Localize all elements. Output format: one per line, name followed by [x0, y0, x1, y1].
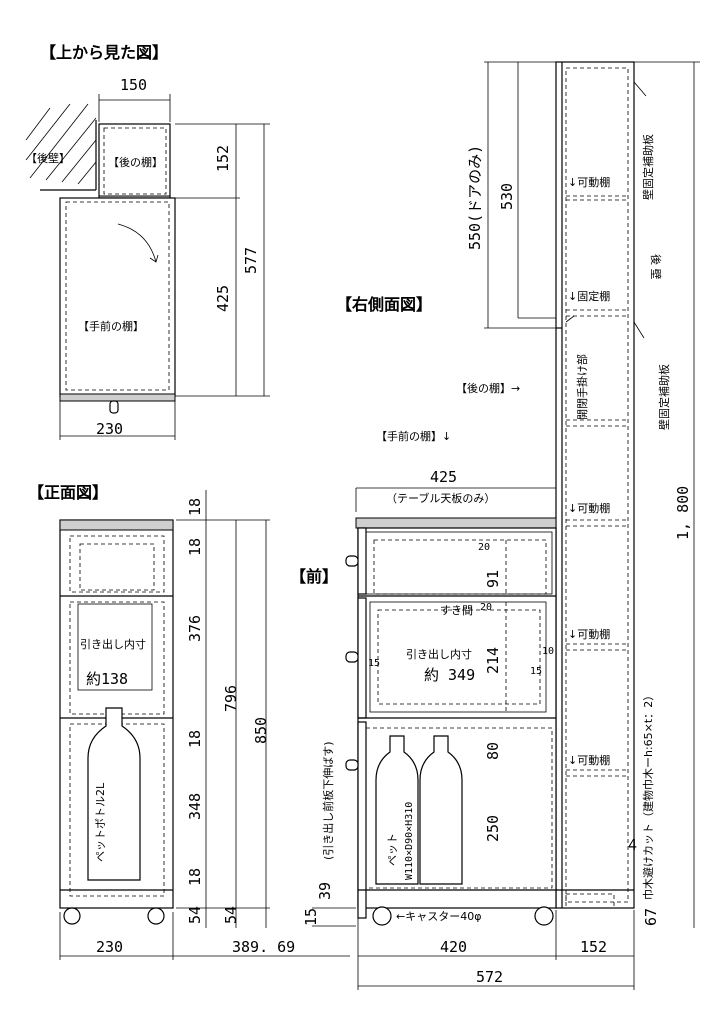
dim-side-15b: 15 — [530, 666, 542, 677]
pet-bottle-side-1 — [375, 735, 419, 885]
fixed-shelf: ↓固定棚 — [568, 289, 610, 303]
drawer-front-ext-label: (引き出し前板下伸ばす) — [321, 741, 335, 860]
dim-side-20a: 20 — [478, 542, 490, 553]
front-shelf-arrow: 【手前の棚】↓ — [376, 429, 451, 443]
front-shelf-top-label: 【手前の棚】 — [78, 319, 144, 333]
dim-side-10: 10 — [542, 646, 554, 657]
back-shelf-top — [98, 123, 171, 199]
caster-front — [372, 906, 392, 926]
drawer-inner-label: 引き出し内寸 — [80, 637, 146, 651]
dim-top-150: 150 — [120, 76, 147, 94]
dim-front-230: 230 — [96, 938, 123, 956]
dim-top-425: 425 — [214, 285, 232, 312]
dim-4: 4 — [628, 836, 637, 854]
dim-front-54b: 54 — [222, 906, 240, 924]
dim-67: 67 — [642, 908, 660, 926]
pet-bottle-label: ペットボトル2L — [94, 782, 107, 862]
dim-front-850: 850 — [252, 717, 270, 744]
dim-front-348: 348 — [186, 793, 204, 820]
drawer-inner-side-label: 引き出し内寸 — [406, 647, 472, 661]
pet-size-label: W110×D90×H310 — [404, 802, 415, 880]
back-wall-side-label: 後 壁 — [649, 254, 663, 280]
right-side-title: 【右側面図】 — [336, 295, 432, 314]
dim-side-152: 152 — [580, 938, 607, 956]
dim-front-376: 376 — [186, 615, 204, 642]
dim-side-91: 91 — [484, 570, 502, 588]
movable-shelf-4: ↓可動棚 — [568, 753, 610, 767]
dim-top-152: 152 — [214, 145, 232, 172]
dim-front-389: 389. 69 — [232, 938, 295, 956]
wall-fix-aux-1: 壁固定補助板 — [641, 134, 655, 200]
movable-shelf-1: ↓可動棚 — [568, 175, 610, 189]
caster-back — [534, 906, 554, 926]
pet-bottle-side-2 — [419, 735, 463, 885]
dim-front-18b: 18 — [186, 538, 204, 556]
front-shelf-top — [59, 197, 176, 397]
dim-top-577: 577 — [242, 247, 260, 274]
caster-label: ←キャスター40φ — [396, 910, 481, 923]
back-shelf-arrow: 【後の棚】→ — [456, 381, 520, 395]
wall-fix-aux-2: 壁固定補助板 — [657, 364, 671, 430]
front-view-title: 【正面図】 — [28, 483, 108, 502]
back-cabinet-side — [555, 61, 635, 909]
dim-side-572: 572 — [476, 968, 503, 986]
table-top — [355, 517, 557, 529]
movable-shelf-3: ↓可動棚 — [568, 627, 610, 641]
baseboard-cut-label: 巾木避けカット（建物巾木ーh:65×t：2） — [641, 690, 655, 900]
dim-front-18c: 18 — [186, 730, 204, 748]
dim-side-15c: 15 — [302, 908, 320, 926]
top-view-title: 【上から見た図】 — [40, 43, 168, 62]
gap-label: すき間 — [440, 604, 473, 617]
drawer-inner-value: 約138 — [86, 670, 128, 688]
drawer-inner-side-value: 約 349 — [424, 666, 475, 684]
dim-530: 530 — [498, 183, 516, 210]
dim-1800: 1, 800 — [674, 486, 692, 540]
back-wall-hatch — [25, 103, 97, 191]
back-wall-label: 【後壁】 — [26, 151, 70, 165]
dim-side-250: 250 — [484, 815, 502, 842]
dim-side-214: 214 — [484, 647, 502, 674]
pet-side-label: ペット — [386, 833, 399, 866]
dim-side-39: 39 — [316, 882, 334, 900]
open-handle-label: 開閉手掛け部 — [575, 354, 589, 420]
dim-side-420: 420 — [440, 938, 467, 956]
movable-shelf-2: ↓可動棚 — [568, 501, 610, 515]
front-marker: 【前】 — [290, 567, 338, 586]
dim-top-230: 230 — [96, 420, 123, 438]
dim-side-80: 80 — [484, 742, 502, 760]
dim-550-door: 550(ドアのみ) — [466, 145, 484, 250]
dim-side-425: 425 — [430, 468, 457, 486]
back-shelf-top-label: 【後の棚】 — [108, 155, 163, 169]
dim-front-796: 796 — [222, 685, 240, 712]
dim-side-20b: 20 — [480, 602, 492, 613]
dim-side-15a: 15 — [368, 658, 380, 669]
dim-front-18a: 18 — [186, 498, 204, 516]
dim-front-54a: 54 — [186, 906, 204, 924]
table-top-only: （テーブル天板のみ） — [386, 491, 495, 505]
pet-bottle — [87, 707, 141, 881]
dim-front-18d: 18 — [186, 868, 204, 886]
